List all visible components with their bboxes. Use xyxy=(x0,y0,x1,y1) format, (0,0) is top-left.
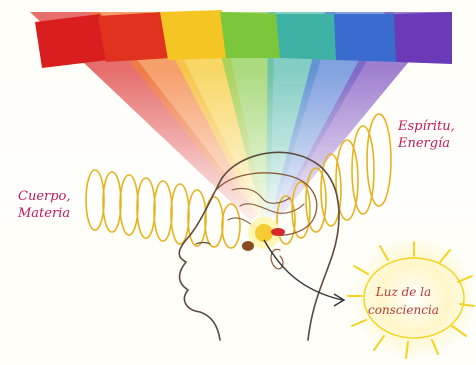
label-spirit-line2: Energía xyxy=(398,135,455,152)
label-body-line2: Materia xyxy=(18,205,71,222)
label-spirit: Espíritu, Energía xyxy=(398,118,455,152)
label-body: Cuerpo, Materia xyxy=(18,188,71,222)
label-light-line2: consciencia xyxy=(368,301,439,319)
label-spirit-line1: Espíritu, xyxy=(398,118,455,135)
label-body-line1: Cuerpo, xyxy=(18,188,71,205)
label-light: Luz de la consciencia xyxy=(368,283,439,319)
label-light-line1: Luz de la xyxy=(368,283,439,301)
